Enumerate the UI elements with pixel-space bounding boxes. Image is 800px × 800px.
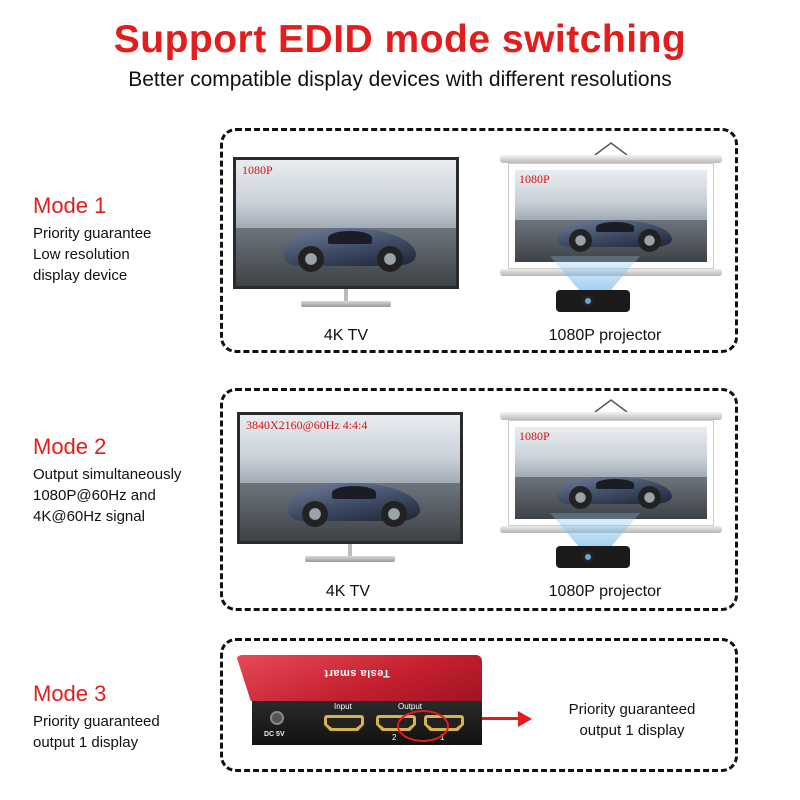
mode-3-title: Mode 3 — [33, 681, 107, 706]
switch-brand: Tesla smart — [324, 667, 390, 679]
car-image — [515, 427, 707, 519]
callout-line-1: Priority guaranteed — [568, 701, 696, 718]
projector-label: 1080P projector — [548, 583, 662, 600]
switch-top-cover: Tesla smart — [236, 655, 482, 701]
mode-2-line-3: 4K@60Hz signal — [33, 508, 145, 525]
projector-screen-icon: 1080P — [500, 142, 722, 305]
car-image — [240, 415, 460, 541]
mode-1-description: Mode 1 Priority guarantee Low resolution… — [33, 193, 151, 286]
output-label: Output — [398, 702, 423, 711]
mode-1-title: Mode 1 — [33, 193, 107, 218]
port-1-number: 1 — [440, 733, 445, 742]
car-image — [236, 160, 456, 286]
mode-3-line-1: Priority guaranteed — [33, 713, 160, 730]
mode-1-line-3: display device — [33, 267, 128, 284]
callout-line-2: output 1 display — [579, 722, 685, 739]
page-title: Support EDID mode switching — [113, 18, 687, 61]
projector-resolution-tag: 1080P — [519, 429, 550, 443]
mode-3-panel — [220, 638, 738, 772]
hanger-icon — [594, 142, 628, 155]
hanger-icon — [594, 399, 628, 412]
mode-2-description: Mode 2 Output simultaneously 1080P@60Hz … — [33, 434, 181, 527]
page-subtitle: Better compatible display devices with d… — [128, 68, 672, 91]
mode-3-description: Mode 3 Priority guaranteed output 1 disp… — [33, 681, 160, 753]
car-image — [515, 170, 707, 262]
projector-label: 1080P projector — [548, 327, 662, 344]
input-port-icon — [324, 715, 364, 731]
projector-screen-icon: 1080P — [500, 399, 722, 562]
projector-icon — [556, 546, 630, 568]
mode-2-line-2: 1080P@60Hz and — [33, 487, 156, 504]
tv-resolution-tag: 1080P — [242, 163, 273, 177]
mode-1-panel — [220, 128, 738, 353]
tv-screen: 1080P — [233, 157, 459, 289]
output-1-highlight — [397, 710, 449, 742]
mode-3-callout: Priority guaranteed output 1 display — [548, 699, 716, 741]
dc-label: DC 5V — [264, 731, 285, 738]
mode-2-title: Mode 2 — [33, 434, 107, 459]
dc-port-icon — [270, 711, 284, 725]
input-label: Input — [334, 702, 352, 711]
arrow-head — [518, 711, 532, 727]
tv-icon: 3840X2160@60Hz 4:4:4 — [237, 412, 463, 562]
tv-resolution-tag: 3840X2160@60Hz 4:4:4 — [246, 418, 368, 432]
arrow-right-icon — [482, 717, 522, 720]
tv-label: 4K TV — [325, 583, 371, 600]
projector-resolution-tag: 1080P — [519, 172, 550, 186]
projector-icon — [556, 290, 630, 312]
mode-2-panel — [220, 388, 738, 611]
port-2-number: 2 — [392, 733, 397, 742]
tv-screen: 3840X2160@60Hz 4:4:4 — [237, 412, 463, 544]
mode-3-line-2: output 1 display — [33, 734, 139, 751]
mode-1-line-2: Low resolution — [33, 246, 130, 263]
tv-icon: 1080P — [233, 157, 459, 307]
projector-canvas: 1080P — [508, 420, 714, 526]
mode-2-line-1: Output simultaneously — [33, 466, 182, 483]
tv-label: 4K TV — [323, 327, 369, 344]
mode-1-line-1: Priority guarantee — [33, 225, 152, 242]
hdmi-switch-icon: Tesla smart DC 5V Input Output 2 1 — [236, 655, 482, 745]
projector-canvas: 1080P — [508, 163, 714, 269]
